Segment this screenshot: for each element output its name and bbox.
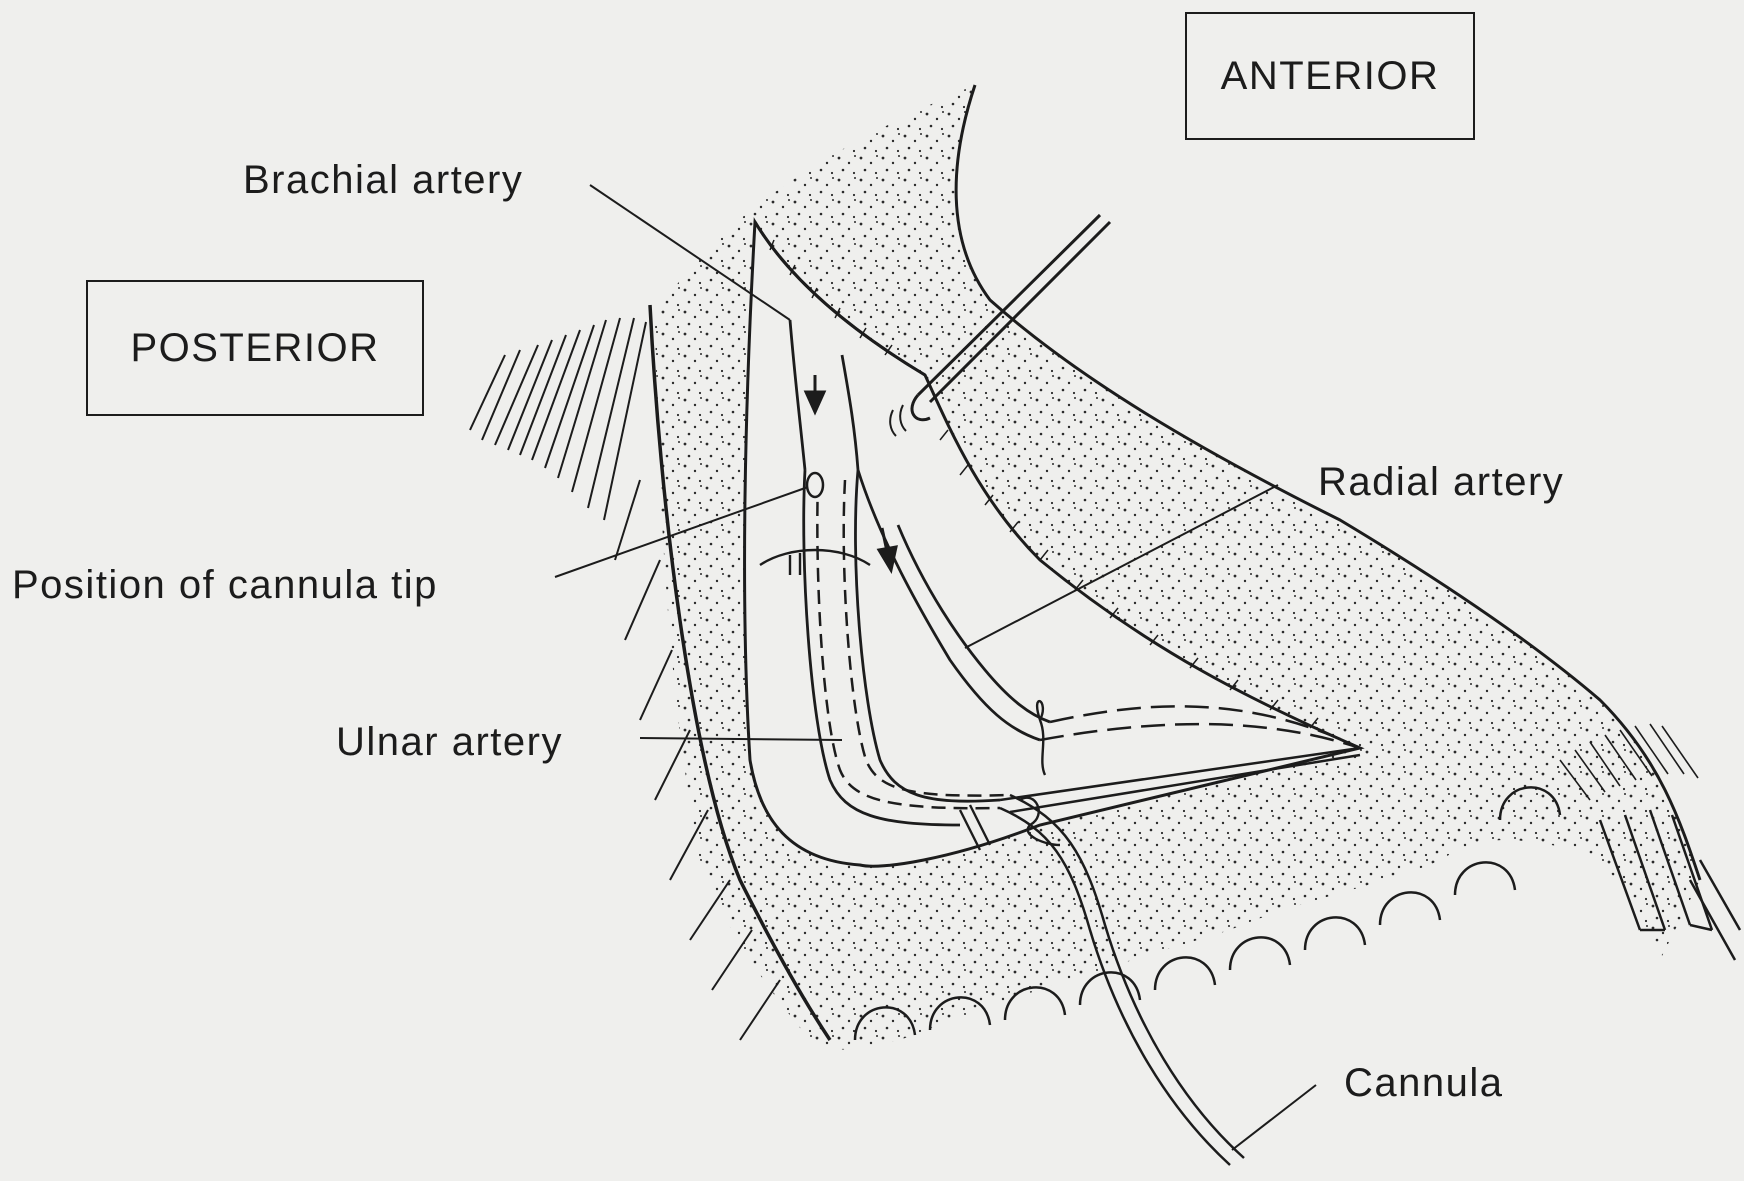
cannula-tip — [807, 473, 823, 497]
label-brachial-artery: Brachial artery — [243, 160, 523, 200]
posterior-box: POSTERIOR — [86, 280, 424, 416]
anterior-box: ANTERIOR — [1185, 12, 1475, 140]
label-cannula-tip: Position of cannula tip — [12, 565, 438, 605]
posterior-label: POSTERIOR — [130, 326, 379, 371]
leader-cannula — [1232, 1085, 1316, 1150]
label-ulnar-artery: Ulnar artery — [336, 722, 563, 762]
label-radial-artery: Radial artery — [1318, 462, 1564, 502]
anterior-label: ANTERIOR — [1221, 54, 1440, 99]
label-cannula: Cannula — [1344, 1063, 1504, 1103]
